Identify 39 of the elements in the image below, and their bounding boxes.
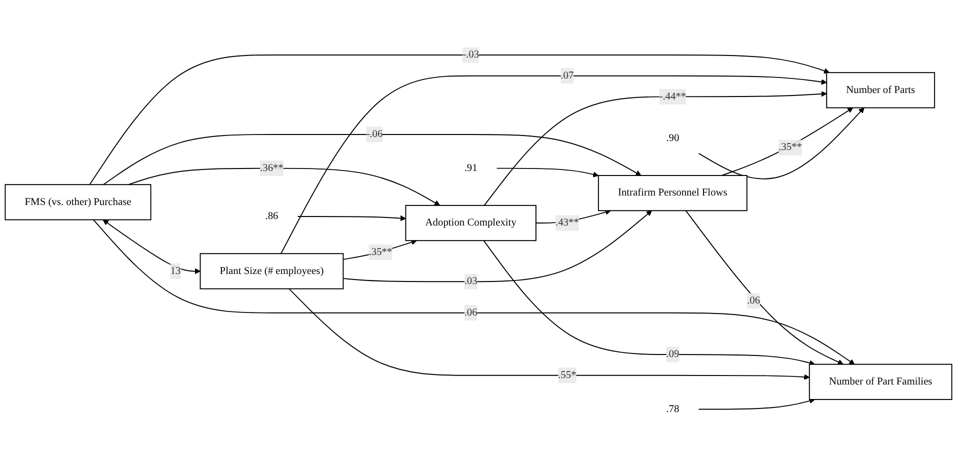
- arrow: [93, 220, 855, 366]
- edge-label: .55*: [558, 370, 576, 382]
- edge-label: .35**: [778, 142, 802, 154]
- edge-label: -.44**: [659, 91, 686, 102]
- node-box: Intrafirm Personnel Flows: [598, 175, 748, 212]
- node-text: .91: [464, 162, 478, 174]
- arrow: [128, 168, 440, 206]
- edge-label: -.03: [462, 50, 480, 61]
- edge-label: .06: [464, 307, 478, 319]
- node-text: .78: [666, 404, 680, 415]
- edge-label: .07: [560, 70, 574, 82]
- node-box: Number of Part Families: [808, 364, 952, 400]
- node-text: .86: [265, 211, 278, 222]
- arrow: [288, 288, 810, 380]
- arrow: [297, 216, 406, 222]
- edge-label: .03: [464, 276, 478, 288]
- node-text: .90: [666, 132, 680, 144]
- edge-label: -.06: [366, 129, 383, 140]
- arrow: [280, 76, 827, 255]
- edge-label: .36**: [260, 162, 284, 174]
- arrow: [698, 108, 864, 180]
- arrow: [102, 134, 642, 186]
- arrow: [89, 55, 830, 186]
- node-box: Plant Size (# employees): [200, 254, 344, 290]
- arrow: [721, 108, 854, 176]
- node-box: Number of Parts: [826, 72, 936, 109]
- arrow: [102, 220, 201, 275]
- arrow: [698, 398, 815, 410]
- node-box: Adoption Complexity: [405, 205, 536, 242]
- edge-label: .35**: [368, 246, 392, 258]
- edge-label: 13: [170, 266, 181, 277]
- edge-label: .09: [666, 349, 680, 360]
- arrow: [496, 168, 599, 178]
- arrow: [483, 240, 815, 366]
- edge-label: .43**: [555, 218, 579, 229]
- node-box: FMS (vs. other) Purchase: [4, 184, 152, 221]
- arrow: [484, 92, 827, 206]
- arrow: [685, 210, 844, 366]
- edge-label: .06: [747, 296, 760, 307]
